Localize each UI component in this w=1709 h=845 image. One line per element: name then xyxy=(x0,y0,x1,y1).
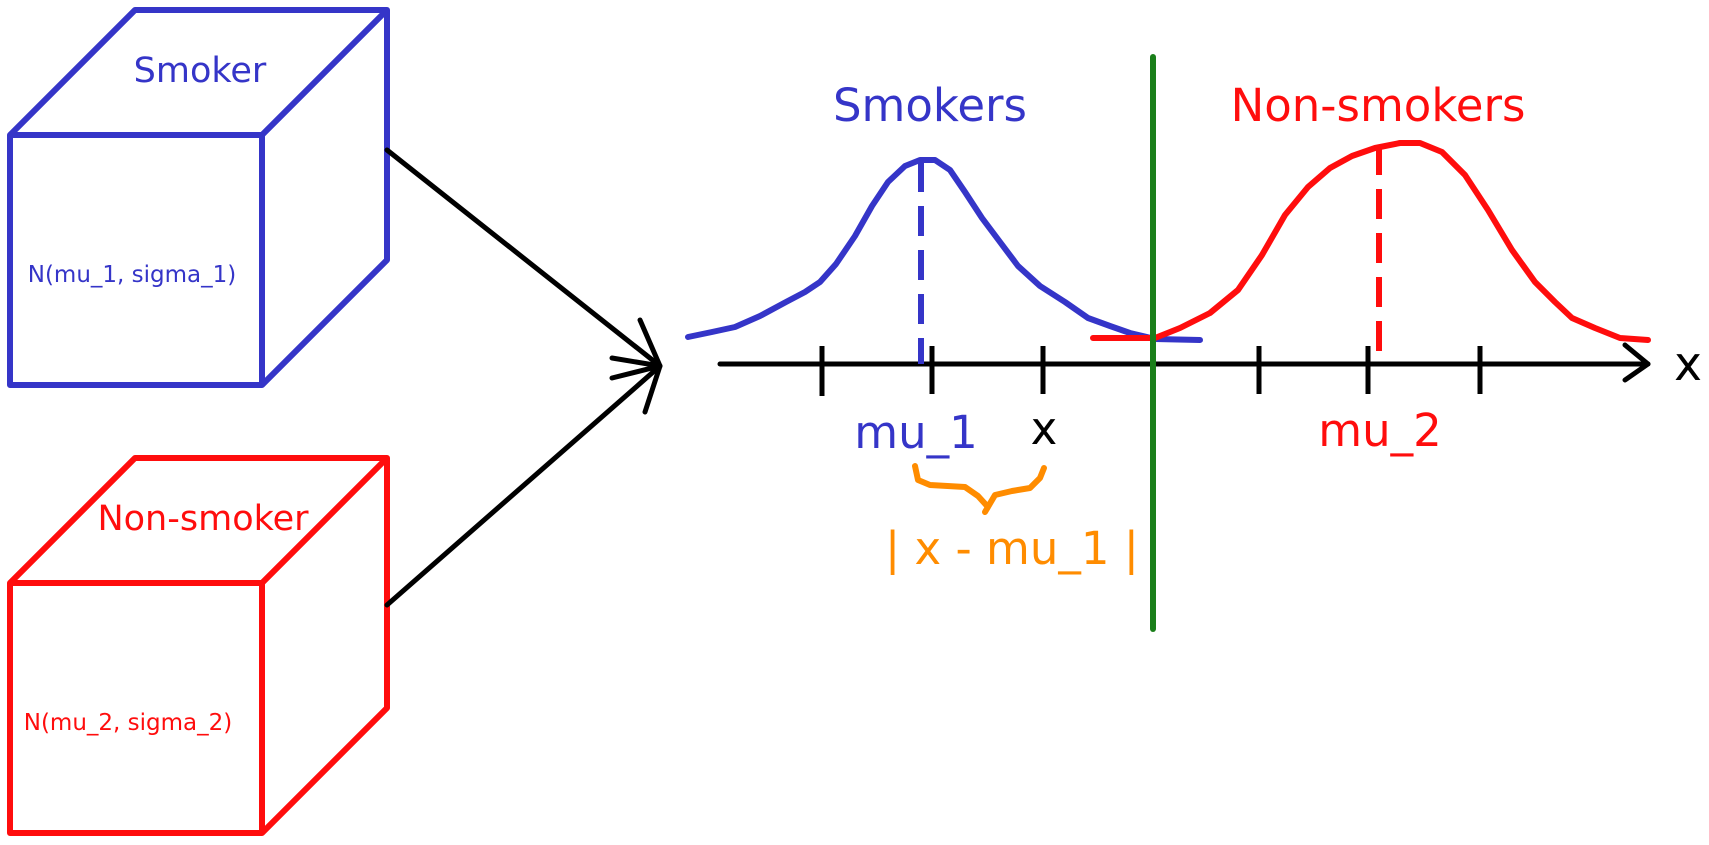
smoker-box-title: Smoker xyxy=(134,51,267,91)
smoker-box-distribution: N(mu_1, sigma_1) xyxy=(28,262,237,288)
non-smokers-distribution: Non-smokers mu_2 xyxy=(1090,79,1651,457)
x-axis: x xyxy=(717,337,1702,396)
sampling-arrows xyxy=(384,147,663,608)
smokers-curve xyxy=(685,157,1203,343)
sample-point: x xyxy=(1031,402,1058,455)
smoker-box: Smoker N(mu_1, sigma_1) xyxy=(7,7,390,388)
non-smoker-box-title: Non-smoker xyxy=(97,499,309,539)
distance-brace xyxy=(912,463,1047,515)
non-smoker-box: Non-smoker N(mu_2, sigma_2) xyxy=(7,455,390,836)
non-smoker-box-distribution: N(mu_2, sigma_2) xyxy=(24,710,233,736)
x-axis-label: x xyxy=(1674,337,1702,392)
distance-annotation: | x - mu_1 | xyxy=(885,463,1139,575)
smoker-box-outline xyxy=(7,7,390,388)
smokers-distribution: Smokers mu_1 xyxy=(685,79,1203,459)
sample-x-label: x xyxy=(1031,402,1058,455)
mean-2-label: mu_2 xyxy=(1318,404,1442,457)
arrow-from-non-smoker-box xyxy=(384,363,663,608)
mean-1-label: mu_1 xyxy=(854,406,978,459)
smokers-label: Smokers xyxy=(833,79,1027,132)
non-smokers-curve xyxy=(1090,140,1651,343)
x-axis-arrowhead xyxy=(1622,342,1651,383)
non-smoker-box-outline xyxy=(7,455,390,836)
distance-label: | x - mu_1 | xyxy=(885,522,1139,575)
arrow-head xyxy=(609,317,663,415)
arrow-from-smoker-box xyxy=(384,147,663,369)
non-smokers-label: Non-smokers xyxy=(1231,79,1526,132)
